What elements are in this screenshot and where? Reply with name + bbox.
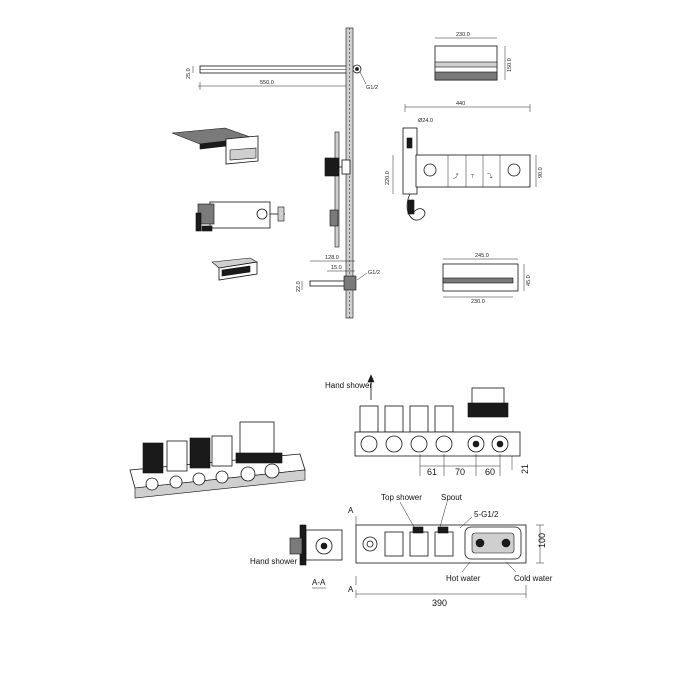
spout-3d (211, 257, 258, 281)
hand-shower-side-label: Hand shower (250, 557, 297, 566)
body-plan-view: A A Top shower Spout 5-G1/2 Hot water Co… (348, 493, 553, 608)
wall-thread-dim: G1/2 (366, 85, 378, 91)
pitch-2-dim: 70 (455, 467, 465, 477)
head-length-dim: 550.0 (260, 80, 274, 86)
slide-bar-side-view (324, 131, 351, 248)
shelf-height-dim: 150.0 (507, 58, 513, 72)
shelf-width-dim: 230.0 (456, 32, 470, 38)
pitch-1-dim: 61 (427, 467, 437, 477)
section-mark-top: A (348, 506, 354, 515)
box-width-dim: 440 (456, 101, 465, 107)
hot-water-label: Hot water (446, 574, 481, 583)
body-front-view: 61 70 60 21 (354, 387, 530, 477)
svg-text:⤵: ⤵ (487, 173, 493, 180)
handset-dia-dim: Ø24.0 (418, 118, 433, 124)
spout-reach-dim: 128.0 (325, 255, 339, 261)
hand-shower-arrow: Hand shower (325, 374, 375, 400)
cold-water-label: Cold water (514, 574, 553, 583)
spout-offset-dim: 15.0 (331, 265, 342, 271)
section-aa-view: Hand shower A-A (250, 524, 343, 589)
mixer-3d (195, 201, 285, 232)
control-box-front-view: 440 Ø24.0 ⤴ ⊤ ⤵ 220.0 90.0 (385, 101, 544, 221)
overall-height-dim: 100 (537, 533, 547, 548)
rain-head-3d (171, 127, 259, 165)
box-height-dim: 220.0 (385, 171, 391, 185)
hand-shower-arrow-label: Hand shower (325, 381, 372, 390)
pitch-3-dim: 60 (485, 467, 495, 477)
section-label: A-A (312, 578, 326, 587)
body-depth-dim: 90.0 (538, 167, 544, 178)
shelf-front-view: 230.0 150.0 (434, 32, 513, 81)
tray-front-view: 245.0 45.0 230.0 (442, 253, 532, 305)
section-mark-bottom: A (348, 585, 354, 594)
overall-length-dim: 390 (432, 598, 447, 608)
spout-thread-dim: G1/2 (368, 270, 380, 276)
spout-side-view: 128.0 15.0 G1/2 22.0 (296, 255, 380, 292)
svg-text:⤴: ⤴ (453, 172, 459, 180)
tray-top-width-dim: 245.0 (475, 253, 489, 259)
concealed-body-3d (129, 421, 306, 499)
tray-height-dim: 45.0 (526, 275, 532, 286)
threads-label: 5-G1/2 (474, 510, 499, 519)
top-shower-label: Top shower (381, 493, 422, 502)
depth-dim: 21 (520, 464, 530, 474)
spout-label: Spout (441, 493, 463, 502)
head-height-dim: 25.0 (186, 68, 192, 79)
spout-height-dim: 22.0 (296, 281, 302, 292)
tray-bottom-width-dim: 230.0 (471, 299, 485, 305)
svg-text:⊤: ⊤ (470, 173, 475, 180)
